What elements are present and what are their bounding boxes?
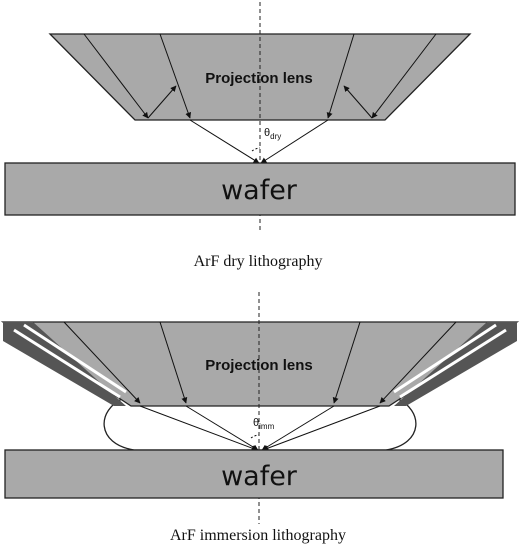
immersion-left-band [3,322,131,406]
dry-caption: ArF dry lithography [194,253,323,270]
dry-converging-rays [189,119,329,164]
dry-wafer-label: wafer [221,175,298,206]
immersion-converging-rays [139,405,381,451]
dry-lithography-panel: Projection lens θdry wafer ArF dry litho… [4,2,516,270]
immersion-wafer [4,449,504,499]
immersion-lithography-panel: Projection lens θimm wafer ArF immersion… [0,292,520,544]
dry-angle-label: θdry [264,127,281,141]
immersion-caption: ArF immersion lithography [170,527,346,544]
immersion-angle-label: θimm [253,417,275,431]
dry-wafer [4,162,516,216]
dry-lens-label: Projection lens [205,70,313,87]
dry-angle-arc [251,147,261,152]
immersion-angle-arc [250,434,260,439]
immersion-right-band [389,322,517,406]
dry-projection-lens [48,33,472,121]
immersion-wafer-label: wafer [221,461,298,492]
dry-internal-rays [83,33,437,119]
immersion-internal-rays [63,321,457,404]
